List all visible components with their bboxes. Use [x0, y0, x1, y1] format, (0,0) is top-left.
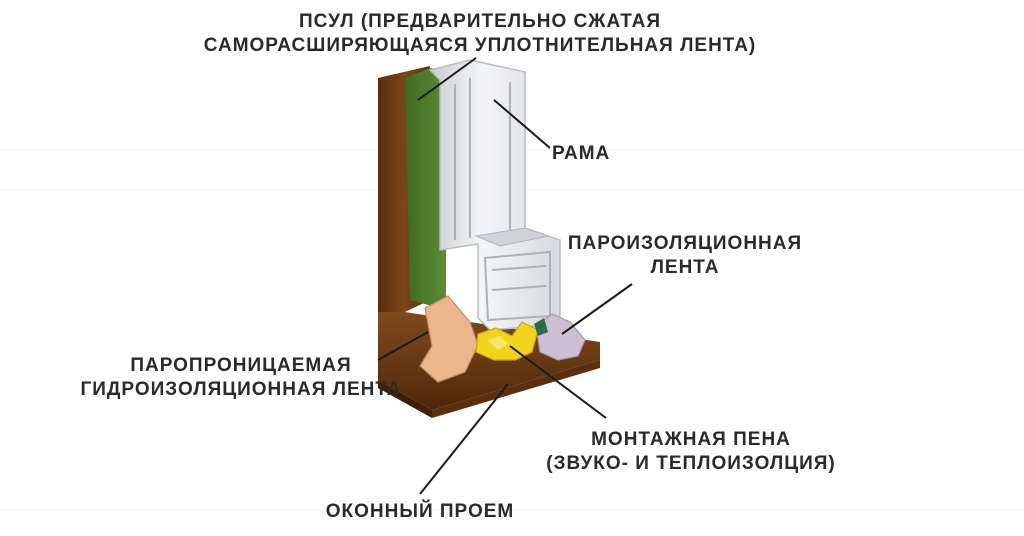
- label-foam-line2: (ЗВУКО- И ТЕПЛОИЗОЛЦИЯ): [546, 453, 836, 474]
- label-frame: РАМА: [552, 142, 610, 166]
- frame-glazing-slot: [474, 227, 550, 247]
- leader-waterproofing: [377, 331, 429, 361]
- label-psul-line2: САМОРАСШИРЯЮЩАЯСЯ УПЛОТНИТЕЛЬНАЯ ЛЕНТА): [203, 35, 757, 56]
- label-waterproofing-line1: ПАРОПРОНИЦАЕМАЯ: [130, 355, 352, 376]
- label-foam-line1: МОНТАЖНАЯ ПЕНА: [591, 429, 791, 450]
- leader-psul: [417, 57, 477, 101]
- label-waterproofing: ПАРОПРОНИЦАЕМАЯ ГИДРОИЗОЛЯЦИОННАЯ ЛЕНТА: [56, 354, 426, 402]
- wall-sill-front: [378, 380, 432, 418]
- vapor-tape-green-edge: [534, 318, 548, 336]
- label-psul: ПСУЛ (ПРЕДВАРИТЕЛЬНО СЖАТАЯ САМОРАСШИРЯЮ…: [160, 10, 800, 58]
- label-waterproofing-line2: ГИДРОИЗОЛЯЦИОННАЯ ЛЕНТА: [80, 379, 402, 400]
- leader-opening: [419, 383, 509, 495]
- label-foam: МОНТАЖНАЯ ПЕНА (ЗВУКО- И ТЕПЛОИЗОЛЦИЯ): [516, 428, 866, 476]
- label-vapor-barrier: ПАРОИЗОЛЯЦИОННАЯ ЛЕНТА: [552, 232, 818, 280]
- label-psul-line1: ПСУЛ (ПРЕДВАРИТЕЛЬНО СЖАТАЯ: [298, 11, 662, 32]
- label-frame-text: РАМА: [552, 143, 611, 164]
- mounting-foam: [475, 321, 539, 361]
- waterproofing-tape: [419, 295, 479, 383]
- leader-lines: [377, 57, 633, 495]
- leader-foam: [509, 345, 607, 419]
- label-vapor-barrier-line2: ЛЕНТА: [650, 257, 720, 278]
- leader-vapor-barrier: [561, 283, 633, 335]
- label-vapor-barrier-line1: ПАРОИЗОЛЯЦИОННАЯ: [567, 233, 803, 254]
- label-opening-text: ОКОННЫЙ ПРОЕМ: [325, 501, 515, 522]
- frame-chambers: [454, 78, 551, 322]
- label-opening: ОКОННЫЙ ПРОЕМ: [310, 500, 530, 524]
- psul-sealing-tape: [405, 68, 446, 306]
- mounting-foam-highlight: [488, 336, 508, 350]
- leader-frame: [493, 99, 551, 149]
- wall-sill-face: [432, 360, 600, 418]
